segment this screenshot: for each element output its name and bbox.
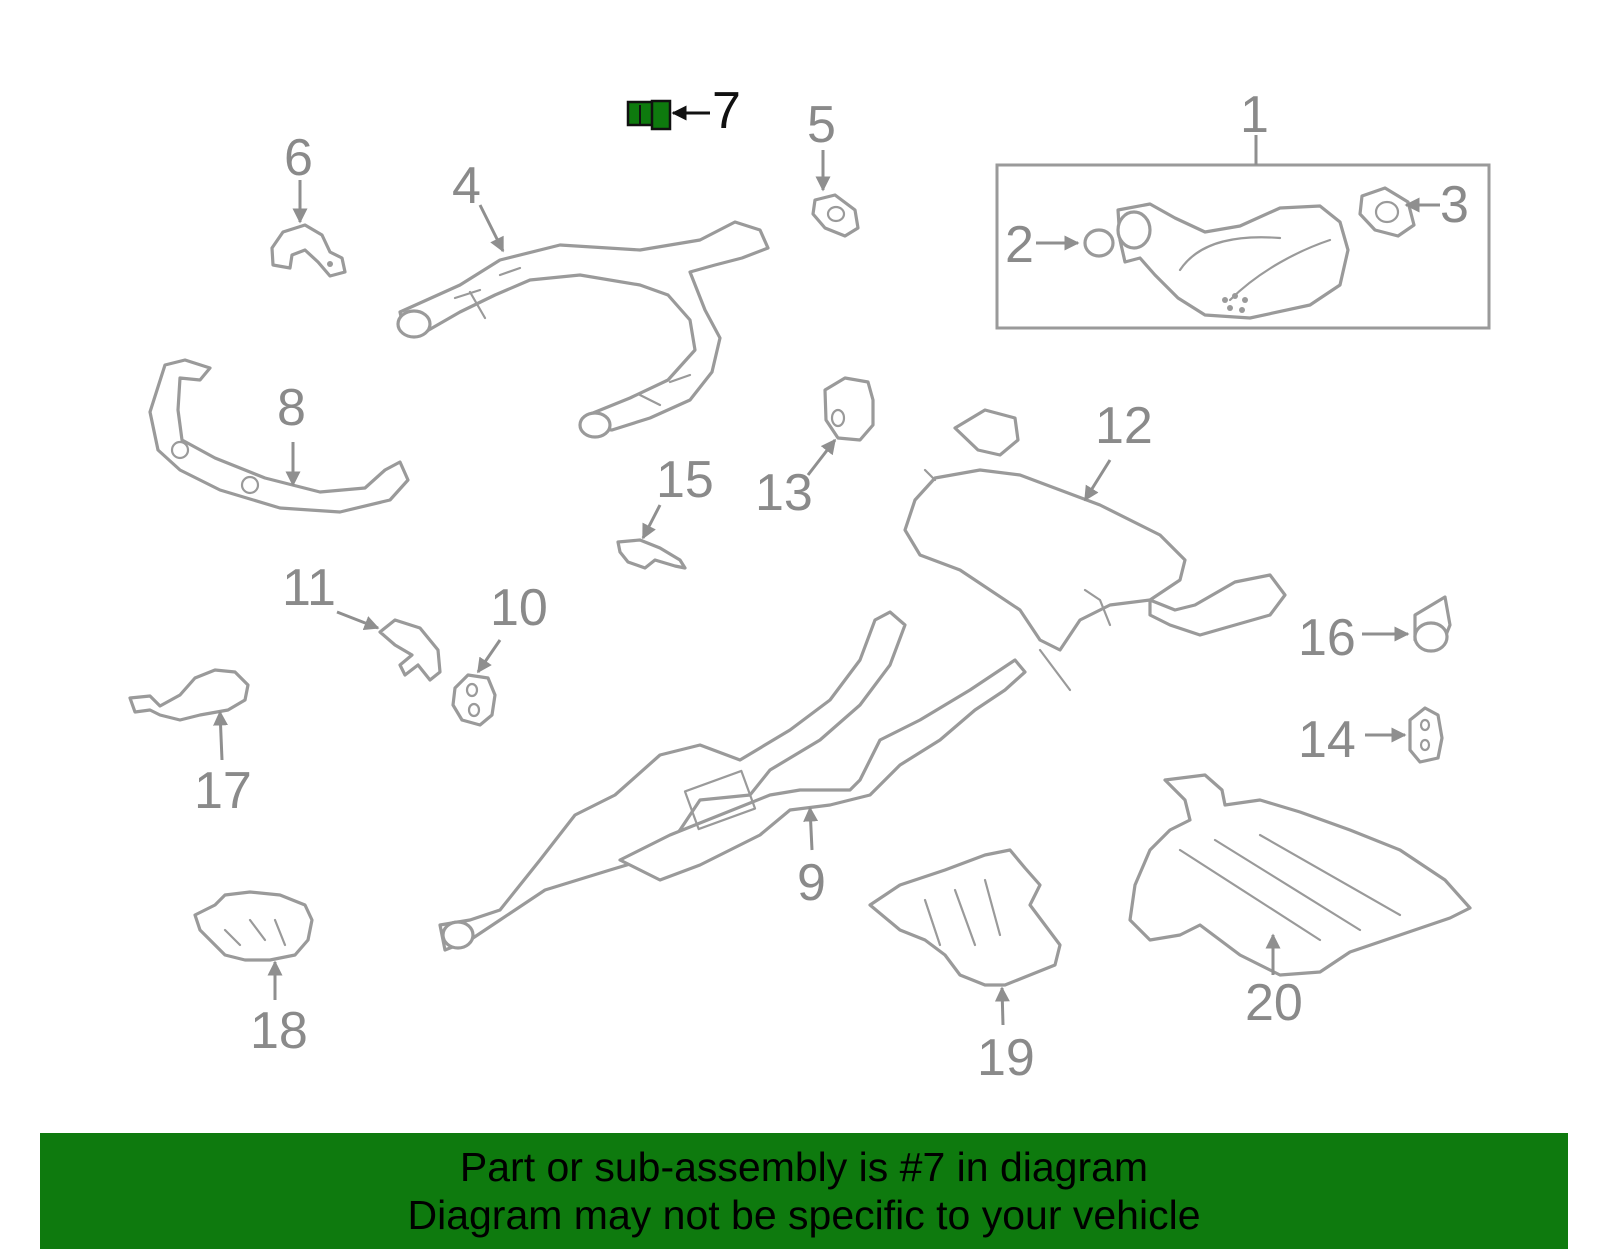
label-1: 1 xyxy=(1240,86,1269,144)
mount-10-shape xyxy=(451,673,497,727)
part-7-highlighted[interactable] xyxy=(626,99,710,131)
label-19: 19 xyxy=(977,1029,1035,1087)
muffler-detail xyxy=(923,468,1112,692)
footer-line-2: Diagram may not be specific to your vehi… xyxy=(407,1192,1201,1238)
isolator-13-shape xyxy=(823,376,875,442)
gasket-5-shape xyxy=(811,193,860,238)
label-7-highlighted: 7 xyxy=(712,82,741,140)
muffler-tailpipe xyxy=(1148,573,1287,637)
label-2: 2 xyxy=(1005,216,1034,274)
crossbar-8-shape xyxy=(148,358,410,514)
shield-18-ribs xyxy=(223,918,287,947)
shield-19-ribs xyxy=(923,878,1002,947)
part-3-gasket xyxy=(1358,186,1416,238)
part-9-center-pipe[interactable] xyxy=(438,610,1027,952)
center-pipe-bracket xyxy=(683,769,757,831)
label-5: 5 xyxy=(807,96,836,154)
center-pipe-flange xyxy=(441,920,475,950)
shield-17-shape xyxy=(128,668,250,722)
part-9-leader xyxy=(803,806,819,851)
label-3: 3 xyxy=(1440,176,1469,234)
converter-flange-hole xyxy=(1116,210,1152,250)
part-4-leader xyxy=(478,204,505,253)
label-10: 10 xyxy=(490,579,548,637)
label-15: 15 xyxy=(656,451,714,509)
center-pipe-second-branch xyxy=(618,658,1027,882)
part-2-gasket-ring xyxy=(1083,228,1115,258)
part-17-heat-shield[interactable] xyxy=(128,668,250,761)
part-19-leader xyxy=(994,986,1010,1026)
part-3-gasket-hole xyxy=(1374,200,1400,224)
part-16-bracket[interactable] xyxy=(1362,595,1452,653)
part-15-bracket[interactable] xyxy=(616,504,687,570)
part-5-gasket[interactable] xyxy=(811,150,860,238)
part-13-leader xyxy=(806,438,837,476)
label-16: 16 xyxy=(1298,609,1356,667)
footer-banner: Part or sub-assembly is #7 in diagram Di… xyxy=(40,1133,1568,1249)
front-pipe-flange-bottom xyxy=(578,411,612,439)
footer-line-1: Part or sub-assembly is #7 in diagram xyxy=(459,1144,1149,1190)
hanger-11-shape xyxy=(378,618,442,682)
muffler-inlet-top xyxy=(953,408,1020,457)
front-pipe-flange-left xyxy=(396,309,432,339)
part-19-heat-shield[interactable] xyxy=(868,848,1062,1026)
mount-10-hole-bottom xyxy=(467,702,481,718)
part-18-heat-shield[interactable] xyxy=(193,890,314,1000)
part-17-leader xyxy=(213,710,229,761)
bracket-6-shape xyxy=(270,223,347,278)
part-12-muffler[interactable] xyxy=(903,408,1287,692)
part-20-heat-shield[interactable] xyxy=(1128,773,1472,977)
label-20: 20 xyxy=(1245,974,1303,1032)
label-4: 4 xyxy=(452,157,481,215)
part-8-crossbar[interactable] xyxy=(148,358,410,514)
part-15-leader xyxy=(641,504,662,540)
part-14-mount[interactable] xyxy=(1365,706,1444,764)
bracket-16-ring xyxy=(1413,621,1449,653)
gasket-5-hole xyxy=(826,205,846,223)
shield-20-shape xyxy=(1128,773,1472,977)
label-14: 14 xyxy=(1298,711,1356,769)
label-8: 8 xyxy=(277,379,306,437)
part-4-front-pipe[interactable] xyxy=(396,204,770,439)
label-17: 17 xyxy=(194,762,252,820)
part-11-leader xyxy=(336,610,380,631)
part-1-assembly-box xyxy=(995,163,1491,330)
mount-14-hole-top xyxy=(1419,718,1431,732)
label-18: 18 xyxy=(250,1002,308,1060)
isolator-13-hole xyxy=(830,408,846,428)
part-12-leader xyxy=(1083,459,1112,502)
part-1-catalytic-converter-group[interactable] xyxy=(995,135,1491,330)
label-6: 6 xyxy=(284,129,313,187)
mount-14-hole-bottom xyxy=(1419,738,1431,752)
label-9: 9 xyxy=(797,854,826,912)
part-10-rubber-mount[interactable] xyxy=(451,639,502,727)
part-11-hanger[interactable] xyxy=(336,610,442,682)
converter-detail xyxy=(1178,236,1332,302)
part-7-shape-side xyxy=(650,99,672,131)
mount-10-hole-top xyxy=(465,682,479,698)
catalytic-converter-body xyxy=(1116,202,1350,320)
center-pipe-body xyxy=(438,610,907,952)
bracket-6-hole xyxy=(327,261,333,267)
label-13: 13 xyxy=(755,464,813,522)
part-13-isolator[interactable] xyxy=(806,376,875,476)
part-10-leader xyxy=(476,639,502,674)
mount-14-shape xyxy=(1408,706,1444,764)
shield-20-ribs xyxy=(1178,833,1402,942)
front-pipe-body xyxy=(398,220,770,432)
muffler-body xyxy=(903,468,1187,652)
bracket-15-shape xyxy=(616,538,687,570)
front-pipe-detail xyxy=(453,266,692,407)
label-11: 11 xyxy=(282,559,336,617)
part-6-bracket[interactable] xyxy=(270,180,347,278)
label-12: 12 xyxy=(1095,397,1153,455)
